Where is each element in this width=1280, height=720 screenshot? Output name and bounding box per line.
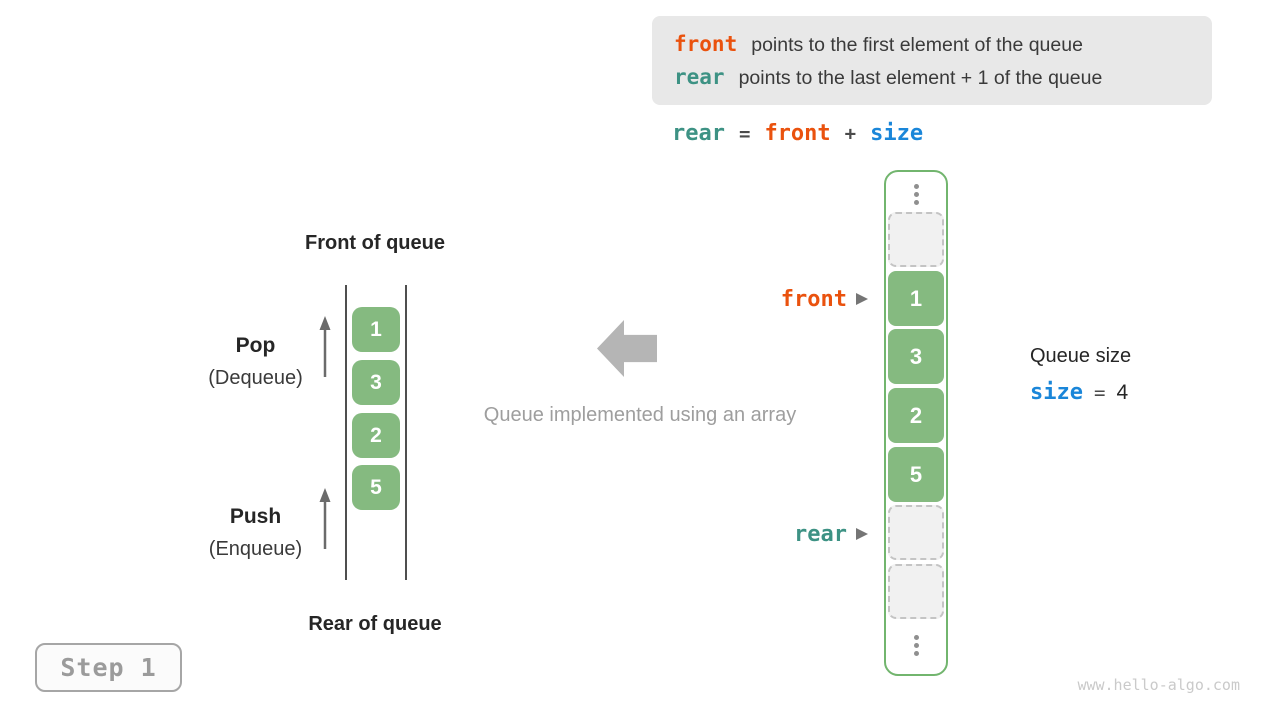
front-pointer-label: front xyxy=(780,286,847,312)
formula-rear: rear xyxy=(672,121,725,146)
formula-size: size xyxy=(870,121,924,146)
rear-explanation-text: points to the last element + 1 of the qu… xyxy=(738,66,1103,89)
queue-cell: 5 xyxy=(352,465,400,510)
size-keyword: size xyxy=(1030,380,1083,405)
queue-tube-left-line xyxy=(345,285,347,580)
push-title: Push xyxy=(229,505,282,528)
array-cell: 3 xyxy=(888,329,944,384)
rear-pointer-label: rear xyxy=(794,521,847,547)
front-keyword: front xyxy=(674,31,738,56)
step-badge: Step 1 xyxy=(35,643,182,692)
rear-formula: rear = front + size xyxy=(672,121,923,146)
queue-cell: 3 xyxy=(352,360,400,405)
pop-up-arrow-icon xyxy=(316,315,334,379)
left-block-arrow-icon xyxy=(597,320,657,377)
formula-plus: + xyxy=(844,123,857,145)
array-empty-cell xyxy=(888,212,944,267)
rear-pointer: rear xyxy=(794,520,868,548)
array-empty-cell xyxy=(888,505,944,560)
pop-subtitle: (Dequeue) xyxy=(208,367,303,389)
push-subtitle: (Enqueue) xyxy=(208,538,303,560)
queue-size-label: Queue size xyxy=(1030,345,1132,367)
rear-of-queue-label: Rear of queue xyxy=(308,613,442,635)
size-value: 4 xyxy=(1116,381,1129,404)
pointer-explanation-box: front points to the first element of the… xyxy=(652,16,1212,105)
front-explanation-text: points to the first element of the queue xyxy=(751,33,1083,56)
formula-front: front xyxy=(764,121,831,146)
queue-tube-right-line xyxy=(405,285,407,580)
size-equals: = xyxy=(1093,382,1106,404)
watermark: www.hello-algo.com xyxy=(1077,676,1240,694)
queue-size-equation: size = 4 xyxy=(1030,380,1131,405)
push-label: Push (Enqueue) xyxy=(183,505,328,561)
queue-cell: 2 xyxy=(352,413,400,458)
pop-title: Pop xyxy=(235,334,276,357)
front-pointer-arrow-icon xyxy=(856,293,868,305)
formula-equals: = xyxy=(738,123,751,145)
rear-keyword: rear xyxy=(674,64,725,89)
rear-pointer-arrow-icon xyxy=(856,528,868,540)
front-pointer: front xyxy=(781,285,868,313)
center-caption: Queue implemented using an array xyxy=(483,404,797,426)
rear-explanation-row: rear points to the last element + 1 of t… xyxy=(674,65,1212,90)
array-cell: 1 xyxy=(888,271,944,326)
array-empty-cell xyxy=(888,564,944,619)
ellipsis-top-icon xyxy=(886,184,946,205)
front-explanation-row: front points to the first element of the… xyxy=(674,32,1212,57)
ellipsis-bottom-icon xyxy=(886,635,946,656)
pop-label: Pop (Dequeue) xyxy=(183,334,328,390)
array-cell: 5 xyxy=(888,447,944,502)
array-container: 1 3 2 5 xyxy=(884,170,948,676)
push-up-arrow-icon xyxy=(316,487,334,551)
front-of-queue-label: Front of queue xyxy=(305,232,445,254)
queue-size-annotation: Queue size size = 4 xyxy=(1030,345,1131,405)
array-cell: 2 xyxy=(888,388,944,443)
queue-cell: 1 xyxy=(352,307,400,352)
